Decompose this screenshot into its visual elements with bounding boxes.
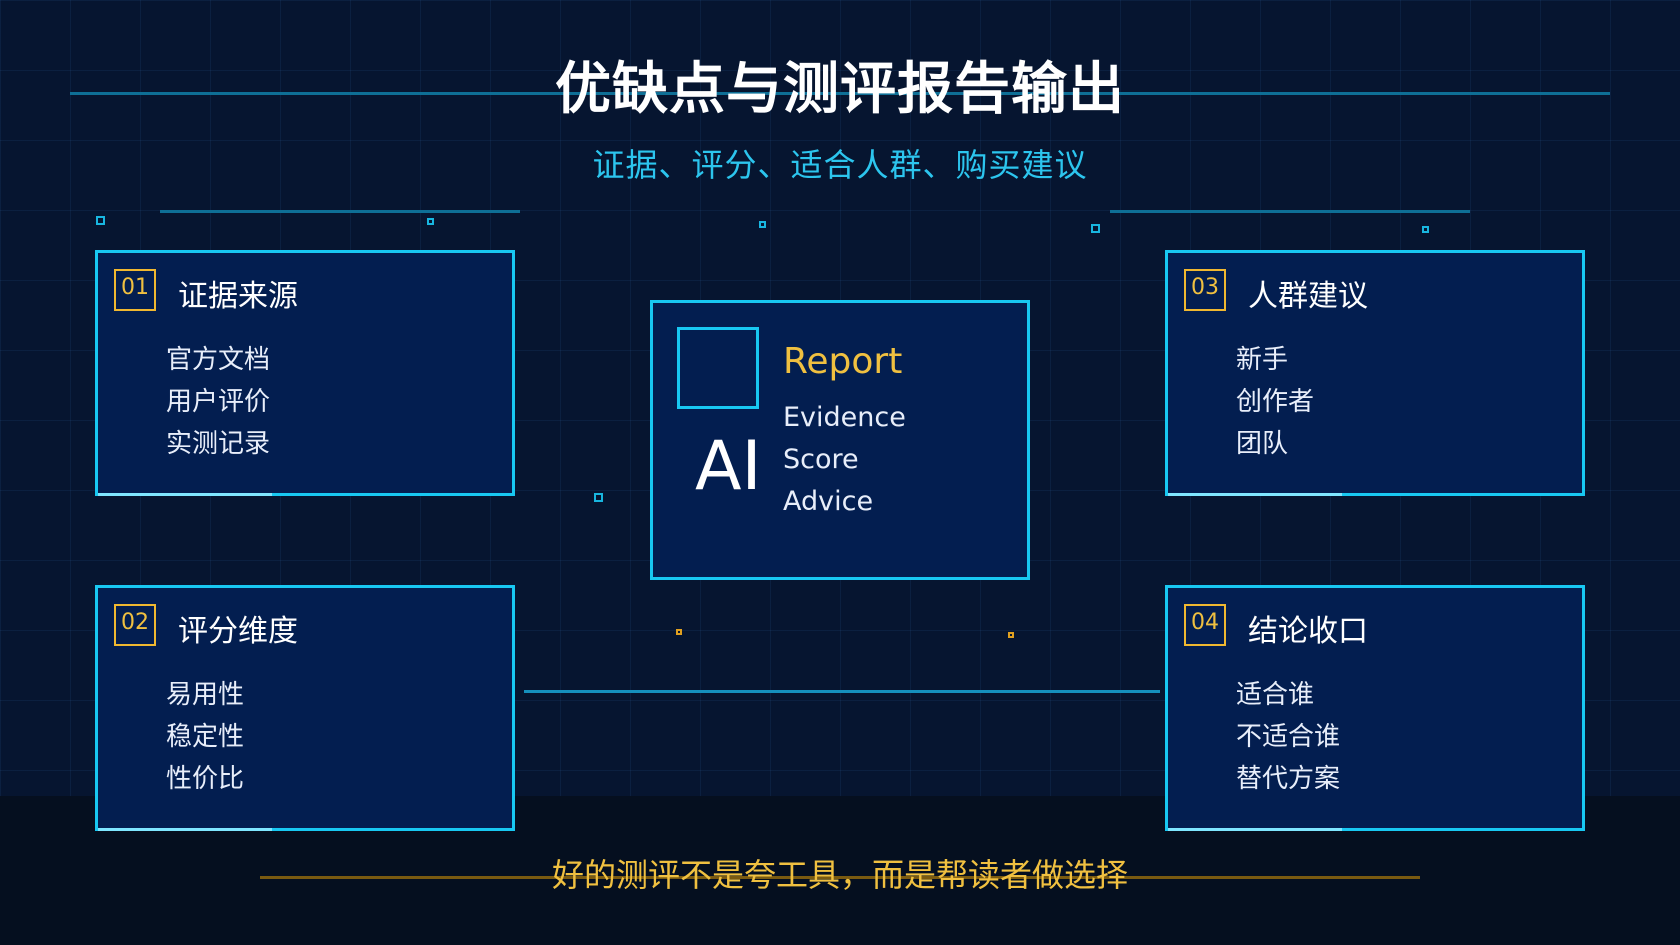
card-item-list: 适合谁 不适合谁 替代方案	[1236, 674, 1340, 800]
top-right-line	[1110, 210, 1470, 213]
ai-logo: AI	[695, 427, 762, 506]
list-item: 新手	[1236, 345, 1289, 375]
tagline: 好的测评不是夸工具，而是帮读者做选择	[551, 856, 1128, 894]
center-report-card: AI Report Evidence Score Advice	[650, 300, 1030, 580]
card-item-list: 易用性 稳定性 性价比	[166, 674, 244, 800]
ai-logo-frame-icon	[677, 327, 759, 409]
list-item: 实测记录	[166, 429, 271, 459]
list-item: 团队	[1236, 429, 1289, 459]
deco-square	[96, 216, 105, 225]
card-item-list: 官方文档 用户评价 实测记录	[166, 339, 270, 465]
deco-square	[759, 221, 766, 228]
deco-square	[427, 218, 434, 225]
deco-square-gold	[676, 629, 682, 635]
deco-square-gold	[1008, 632, 1014, 638]
report-item-list: Evidence Score Advice	[783, 397, 906, 523]
report-label: Report	[783, 341, 903, 382]
deco-square	[1091, 224, 1100, 233]
page-subtitle: 证据、评分、适合人群、购买建议	[592, 146, 1088, 184]
card-heading: 人群建议	[1248, 279, 1368, 314]
list-item: 创作者	[1236, 387, 1315, 417]
list-item: 适合谁	[1236, 680, 1315, 710]
list-item: 官方文档	[166, 345, 271, 375]
card-heading: 评分维度	[178, 614, 298, 649]
top-left-line	[160, 210, 520, 213]
card-audience-advice: 03 人群建议 新手 创作者 团队	[1165, 250, 1585, 496]
deco-square	[594, 493, 603, 502]
list-item: 替代方案	[1236, 764, 1341, 794]
card-evidence-sources: 01 证据来源 官方文档 用户评价 实测记录	[95, 250, 515, 496]
card-number: 01	[114, 269, 156, 311]
card-conclusion: 04 结论收口 适合谁 不适合谁 替代方案	[1165, 585, 1585, 831]
card-heading: 证据来源	[178, 279, 298, 314]
list-item: Advice	[783, 486, 874, 517]
page-title: 优缺点与测评报告输出	[555, 57, 1125, 122]
card-number: 02	[114, 604, 156, 646]
tagline-line	[260, 876, 1420, 879]
card-number: 03	[1184, 269, 1226, 311]
list-item: Evidence	[783, 402, 906, 433]
list-item: 易用性	[166, 680, 245, 710]
card-scoring-dimensions: 02 评分维度 易用性 稳定性 性价比	[95, 585, 515, 831]
deco-square	[1422, 226, 1429, 233]
list-item: 不适合谁	[1236, 722, 1341, 752]
card-number: 04	[1184, 604, 1226, 646]
title-line	[70, 92, 1610, 95]
list-item: 用户评价	[166, 387, 271, 417]
card-heading: 结论收口	[1248, 614, 1368, 649]
list-item: 性价比	[166, 764, 245, 794]
middle-connector-line	[524, 690, 1160, 693]
list-item: Score	[783, 444, 859, 475]
card-item-list: 新手 创作者 团队	[1236, 339, 1314, 465]
list-item: 稳定性	[166, 722, 245, 752]
